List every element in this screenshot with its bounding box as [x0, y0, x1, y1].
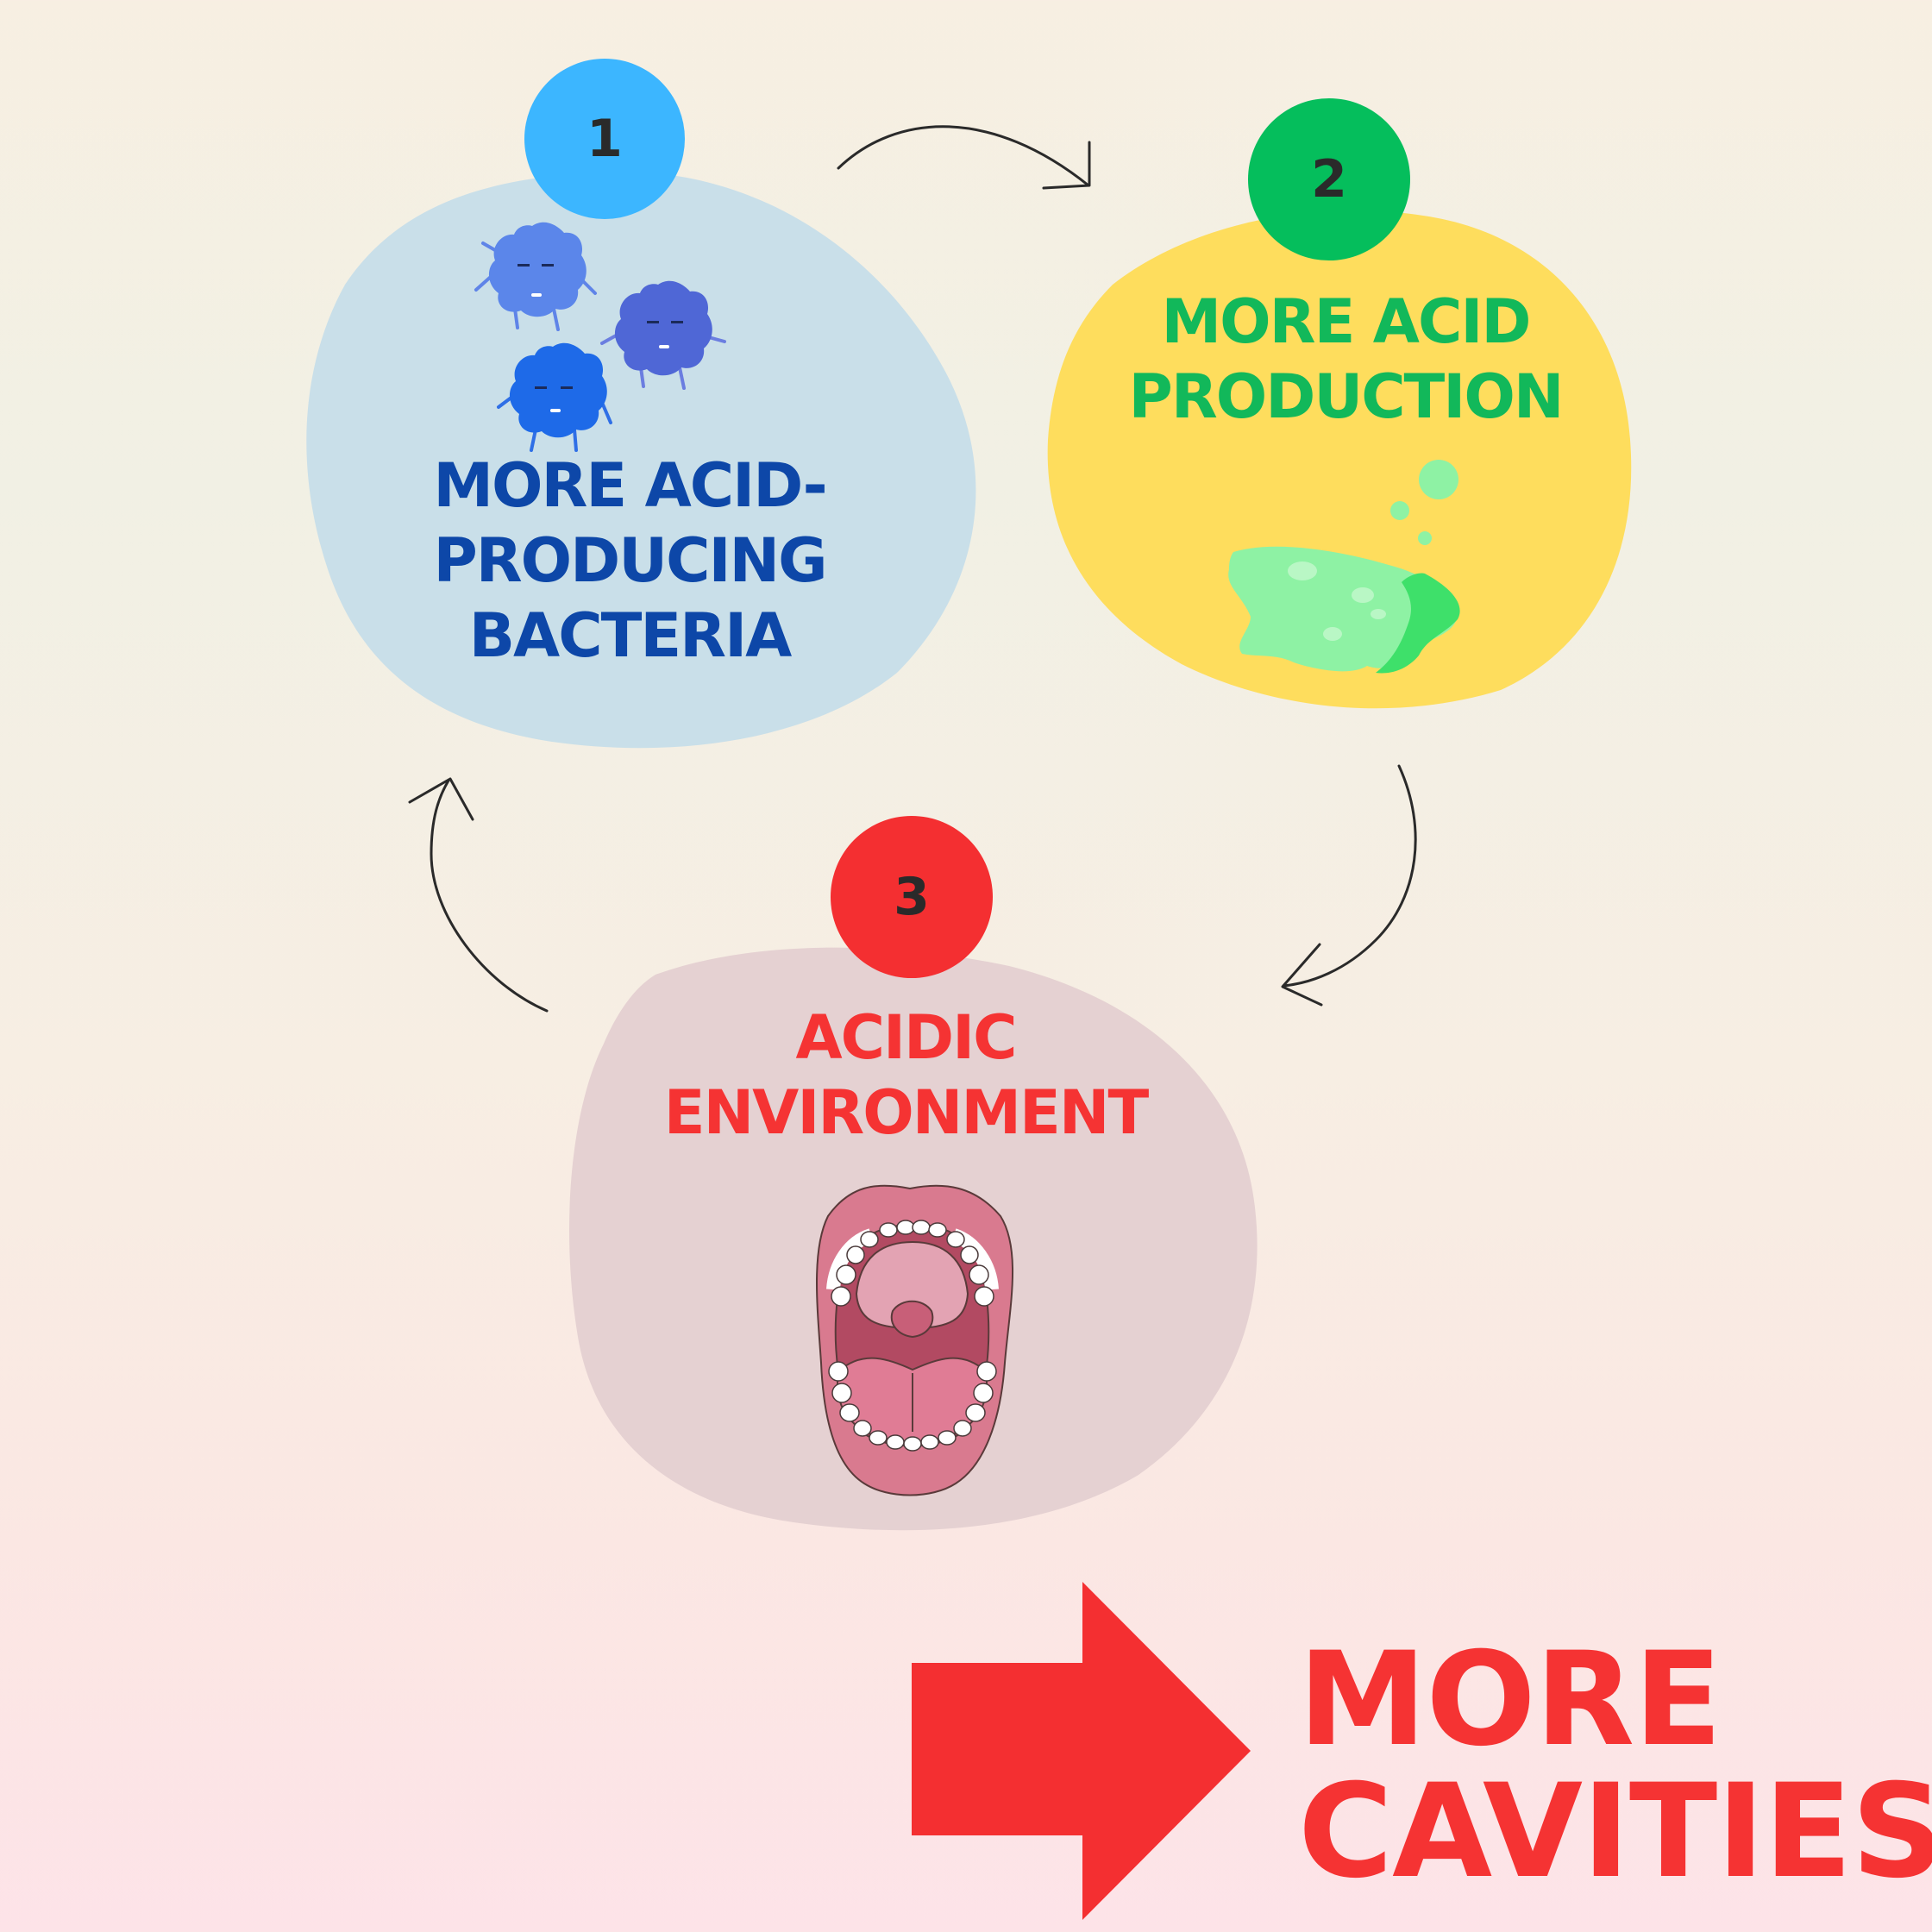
step-number: 3: [894, 867, 930, 927]
step-3-badge: 3: [831, 816, 993, 978]
label-line: ACIDIC: [795, 1002, 1017, 1073]
result-line: CAVITIES: [1298, 1757, 1932, 1907]
result-line: MORE: [1298, 1625, 1722, 1775]
step-2-badge: 2: [1248, 98, 1410, 260]
step-3-label: ACIDIC ENVIRONMENT: [647, 1000, 1164, 1151]
arrow-2-to-3: [1281, 764, 1417, 1007]
bacteria-icon: [474, 222, 726, 452]
big-arrow-right-icon: [912, 1582, 1251, 1920]
label-line: MORE ACID-: [433, 450, 827, 521]
label-line: PRODUCING: [433, 524, 827, 596]
step-number: 1: [586, 109, 623, 169]
arrow-3-to-1: [408, 777, 549, 1013]
step-number: 2: [1311, 149, 1347, 210]
step-1-label: MORE ACID- PRODUCING BACTERIA: [405, 448, 854, 673]
bacterium: [497, 342, 612, 452]
arrow-1-to-2: [837, 125, 1091, 190]
step-1-badge: 1: [524, 59, 685, 219]
step-2-label: MORE ACID PRODUCTION: [1095, 285, 1596, 435]
bacterium: [474, 222, 597, 331]
label-line: PRODUCTION: [1128, 361, 1565, 432]
open-mouth-icon: [816, 1184, 1014, 1496]
step-1-blob: [306, 172, 976, 749]
label-line: ENVIRONMENT: [663, 1076, 1149, 1148]
result-label: MORE CAVITIES: [1298, 1625, 1932, 1907]
step-2-blob: [1047, 210, 1632, 709]
label-line: MORE ACID: [1161, 286, 1532, 357]
bacterium: [600, 280, 726, 390]
acid-puddle-icon: [1228, 460, 1460, 674]
label-line: BACTERIA: [468, 599, 793, 671]
